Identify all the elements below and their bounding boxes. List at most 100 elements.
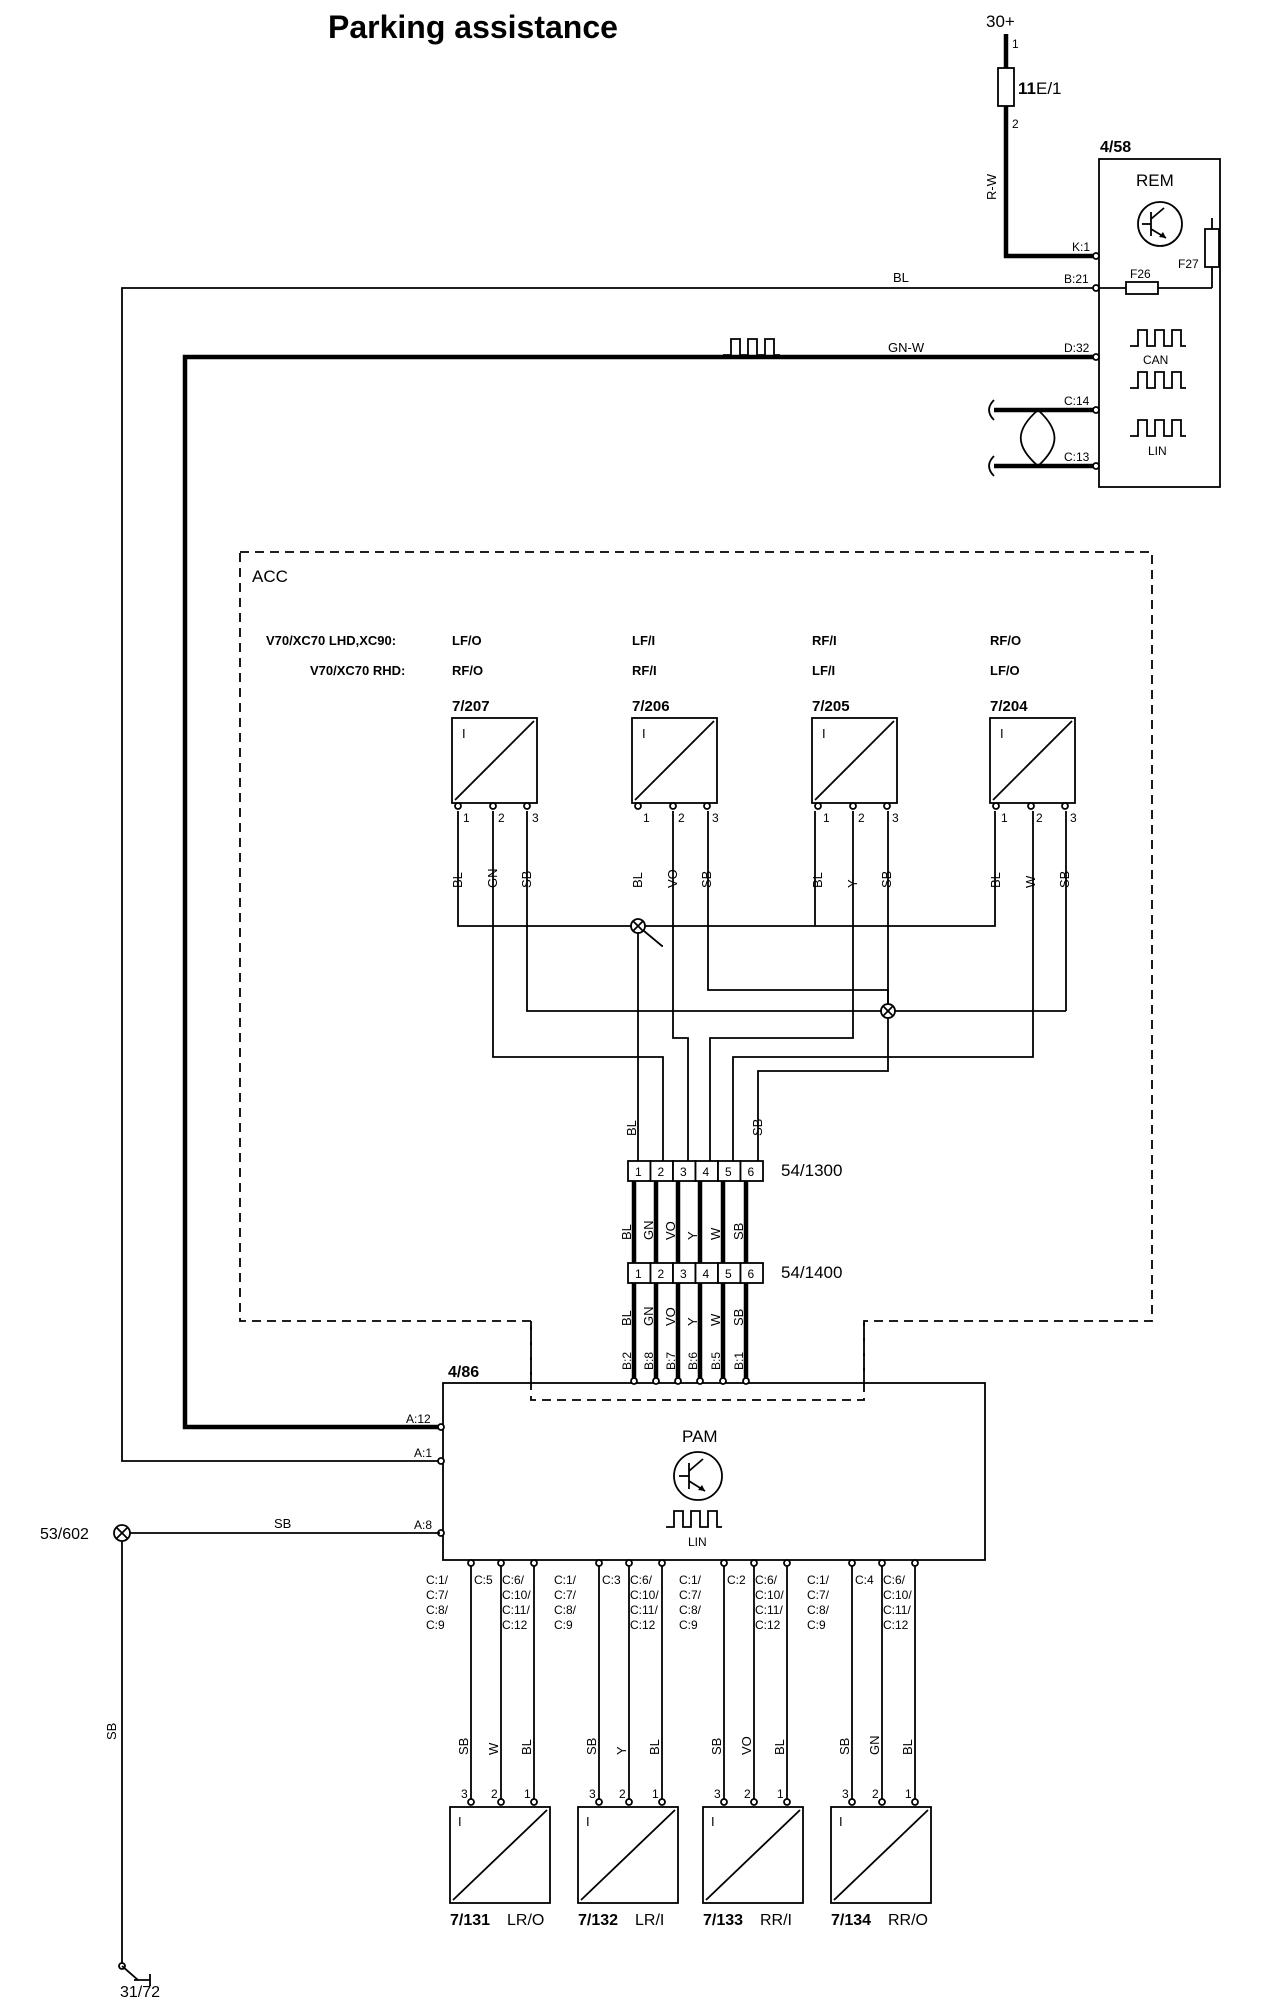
sensor-mark: I [822,726,826,741]
bus-color-b: BL [619,1310,634,1326]
sensor-pin-3: 3 [1070,811,1077,825]
bus-color-b: GN [641,1307,656,1327]
bus-color-a: SB [731,1223,746,1240]
connector-pin: 6 [748,1267,755,1281]
bus-color-a: Y [685,1231,700,1240]
fuse-f26 [1125,281,1159,295]
pam-bottom-pin: C:7/ [679,1588,702,1602]
sensor-pin-3: 3 [892,811,899,825]
pam-bottom-pin: C:10/ [630,1588,659,1602]
pam-lin-label: LIN [688,1535,707,1549]
lin-signal-icon-pam [666,1510,722,1528]
lin-label: LIN [1148,444,1167,458]
pam-name: PAM [682,1427,718,1446]
ground-label: 31/72 [120,1984,160,2000]
pam-bottom-pin: C:6/ [630,1573,653,1587]
rear-pin: 2 [872,1787,879,1801]
diagram-title: Parking assistance [328,9,618,45]
bus-color-b: Y [685,1317,700,1326]
connector-pin: 5 [725,1267,732,1281]
pam-bottom-pin: C:11/ [630,1603,658,1617]
transistor-icon [673,1451,723,1501]
pam-bottom-pin: C:8/ [426,1603,449,1617]
sensor-row2-pos: LF/I [812,663,835,678]
pam-bottom-pin: C:12 [883,1618,909,1632]
wire-gnw: GN-W [888,340,925,355]
sensor-row2-pos: RF/O [452,663,483,678]
bus-color-a: BL [619,1224,634,1240]
rear-wire-color: SB [584,1738,599,1755]
sensor-wire-color: SB [1057,871,1072,888]
bus-color-b: VO [663,1307,678,1326]
sensor-mark: I [586,1814,590,1829]
f27-label: F27 [1178,257,1199,271]
rear-wire-color: SB [709,1738,724,1755]
can-signal-icon [1130,329,1186,347]
pam-bottom-pin: C:1/ [426,1573,449,1587]
rear-pin: 1 [652,1787,659,1801]
rem-pin-b21: B:21 [1064,272,1089,286]
pam-bottom-pin: C:7/ [554,1588,577,1602]
rear-sensor-pos: LR/I [635,1912,664,1929]
connector-pin: 2 [658,1165,665,1179]
fuse-pin-1: 1 [1012,37,1019,51]
acc-row1-label: V70/XC70 LHD,XC90: [266,633,396,648]
rear-wire-color: Y [614,1746,629,1755]
can-label: CAN [1143,353,1168,367]
pam-top-pin: B:8 [642,1352,656,1370]
sensor-mark: I [642,726,646,741]
connector-pin: 1 [635,1165,642,1179]
rear-wire-color: SB [456,1738,471,1755]
connector-pin: 5 [725,1165,732,1179]
f26-label: F26 [1130,267,1151,281]
connector-pin: 2 [658,1267,665,1281]
sensor-pin-2: 2 [498,811,505,825]
bus-color-a: W [708,1227,723,1240]
pam-pin-a1: A:1 [414,1446,432,1460]
pam-bottom-pin: C:7/ [807,1588,830,1602]
pam-bottom-pin: C:11/ [502,1603,530,1617]
sensor-row2-pos: RF/I [632,663,657,678]
ground-symbol [121,1965,151,1986]
pam-top-pin: B:2 [620,1352,634,1370]
rear-pin: 1 [777,1787,784,1801]
connector-pin: 4 [703,1267,710,1281]
acc-row2-label: V70/XC70 RHD: [310,663,405,678]
sensor-ref: 7/204 [990,698,1028,715]
sensor-wire-color: W [1023,875,1038,888]
sensor-pin-1: 1 [643,811,650,825]
connector-ref: 54/1400 [781,1263,842,1282]
rem-ref: 4/58 [1100,139,1131,156]
sensor-pin-1: 1 [463,811,470,825]
pam-bottom-pin: C:10/ [755,1588,784,1602]
connector-pin: 4 [703,1165,710,1179]
pam-bottom-pin: C:6/ [755,1573,778,1587]
sensor-pin-3: 3 [712,811,719,825]
sensor-mark: I [711,1814,715,1829]
rear-wire-color: BL [900,1739,915,1755]
sensor-mark: I [839,1814,843,1829]
sb-above-1300: SB [750,1119,765,1136]
sensor-wire-color: BL [630,872,645,888]
rear-pin: 1 [905,1787,912,1801]
sensor-row1-pos: LF/I [632,633,655,648]
rear-sensor-ref: 7/133 [703,1912,743,1929]
rear-pin: 3 [842,1787,849,1801]
sensor-wire-color: SB [879,871,894,888]
rear-sensor-pos: LR/O [507,1912,544,1929]
sensor-wire-color: BL [810,872,825,888]
pam-bottom-pin: C:1/ [807,1573,830,1587]
sensor-ref: 7/205 [812,698,850,715]
rem-module [1098,158,1221,488]
pam-bottom-pin: C:10/ [502,1588,531,1602]
sensor-mark: I [1000,726,1004,741]
bus-color-a: GN [641,1221,656,1241]
connector-pin: 3 [680,1165,687,1179]
